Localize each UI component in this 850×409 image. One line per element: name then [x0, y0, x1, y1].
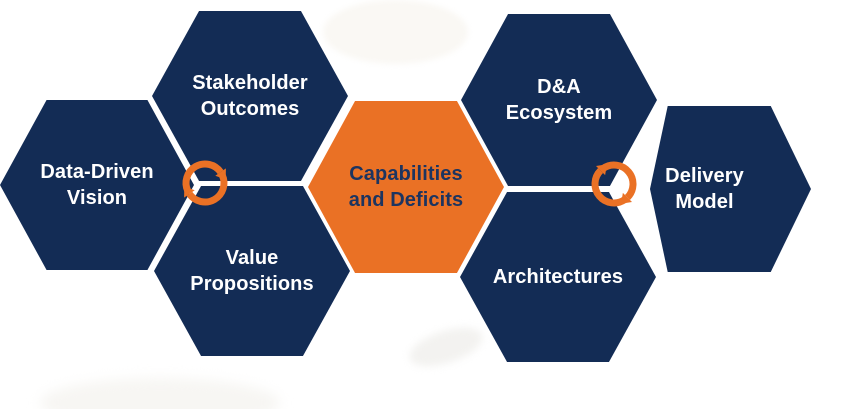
label-line: Outcomes	[200, 98, 300, 120]
hexagon-value-propositions: Value Propositions	[154, 186, 350, 356]
label-line: D&A	[537, 76, 581, 98]
label-line: Stakeholder	[192, 72, 308, 94]
hexagon-label: Delivery Model	[665, 163, 744, 215]
hexagon-stakeholder-outcomes: Stakeholder Outcomes	[152, 11, 348, 181]
cycle-arrows-icon	[182, 160, 228, 206]
label-line: Vision	[66, 187, 128, 209]
hexagon-da-ecosystem: D&A Ecosystem	[461, 14, 657, 186]
hexagon-delivery-model: Delivery Model	[650, 106, 811, 272]
label-line: Data-Driven	[40, 161, 154, 183]
label-line: Capabilities	[349, 163, 463, 185]
hexagon-capabilities-and-deficits: Capabilities and Deficits	[308, 101, 504, 273]
faint-background-blob	[323, 0, 468, 64]
label-line: Delivery	[665, 165, 744, 187]
label-line: Architectures	[492, 266, 624, 288]
label-line: Ecosystem	[505, 102, 613, 124]
hexagon-label: D&A Ecosystem	[506, 74, 613, 126]
hexagon-label: Architectures	[493, 264, 623, 290]
label-line: and Deficits	[348, 189, 464, 211]
hexagon-architectures: Architectures	[460, 192, 656, 362]
cycle-arrows-icon	[591, 161, 637, 207]
hexagon-label: Capabilities and Deficits	[349, 161, 464, 213]
hexagon-label: Value Propositions	[190, 245, 313, 297]
hexagon-data-driven-vision: Data-Driven Vision	[0, 100, 194, 270]
hexagon-label: Stakeholder Outcomes	[192, 70, 308, 122]
faint-background-blob	[404, 320, 488, 374]
label-line: Model	[675, 191, 734, 213]
hexagon-label: Data-Driven Vision	[40, 159, 153, 211]
label-line: Propositions	[190, 273, 314, 295]
label-line: Value	[225, 247, 279, 269]
faint-background-blob	[40, 378, 280, 409]
